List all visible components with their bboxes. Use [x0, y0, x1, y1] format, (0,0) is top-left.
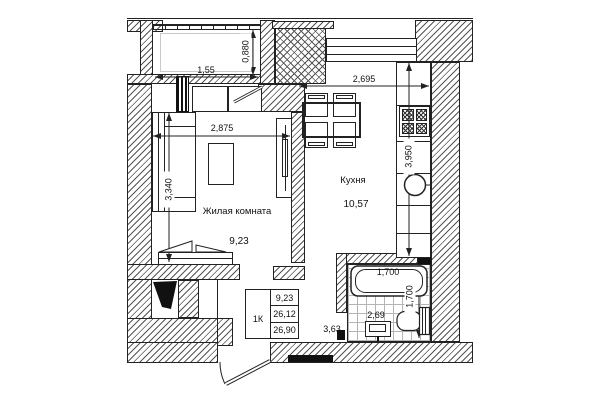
chair — [305, 93, 328, 117]
hall-left-edge-line — [217, 280, 218, 342]
sofa-back-line2 — [158, 113, 159, 211]
outer-wall-top-line — [127, 18, 473, 19]
kitchen-label: Кухня — [340, 175, 366, 186]
kitchen-window-glass-line1 — [327, 46, 416, 47]
vent-shaft-icon — [176, 76, 189, 112]
burner — [402, 109, 414, 121]
apartment-info-table: 1К 9,23 26,12 26,90 — [245, 289, 299, 339]
info-area-without-balcony: 26,12 — [271, 306, 298, 323]
pier-living-kitchen-top — [258, 84, 305, 112]
dim-bathtub-length: 1,700 — [376, 267, 400, 277]
sofa-armrest-top — [164, 126, 195, 127]
wall-living-hall-seg2 — [273, 266, 305, 280]
coffee-table — [208, 143, 234, 185]
dining-table — [302, 102, 361, 138]
bathroom-top-wall-black-end — [418, 253, 431, 264]
dim-kitchen-depth: 3,950 — [403, 138, 415, 175]
chair — [305, 122, 328, 148]
sofa-back-line — [164, 113, 165, 211]
counter-div5 — [397, 233, 430, 234]
wardrobe-inner-line — [159, 258, 232, 259]
basin-drain-mark — [377, 336, 379, 341]
wall-left-outer — [127, 84, 152, 346]
wash-basin — [365, 321, 391, 337]
dim-balcony-width: 1,55 — [197, 65, 215, 75]
bathroom-left-wall — [336, 253, 347, 313]
bathroom-area: 2,69 — [367, 310, 385, 320]
balcony-right-wall — [260, 20, 275, 84]
kitchen-window-glass-line2 — [327, 54, 416, 55]
wall-top-right-block — [415, 20, 473, 62]
chair — [333, 122, 356, 148]
wall-right-outer — [431, 62, 460, 342]
bathroom-door-hinge-mark — [337, 330, 345, 340]
burner — [415, 109, 427, 121]
threshold-black-segment — [288, 355, 333, 362]
wall-living-kitchen — [291, 112, 305, 263]
kitchen-counter — [396, 62, 431, 258]
balcony-window-sill — [192, 86, 228, 112]
info-total-area: 26,90 — [273, 325, 296, 336]
wall-bottom-left — [127, 342, 218, 363]
chair — [333, 93, 356, 117]
sofa-armrest-bottom — [164, 197, 195, 198]
entrance-door — [219, 359, 271, 386]
wardrobe-door-marks — [158, 240, 227, 253]
tv-unit — [276, 118, 292, 198]
apartment-type: 1К — [246, 290, 271, 338]
dim-living-width: 2,875 — [210, 123, 234, 133]
wall-crosshatch-block — [275, 28, 326, 84]
basin-bowl — [369, 324, 386, 332]
wall-living-hall-seg1 — [127, 264, 240, 280]
balcony-bottom-wall — [127, 74, 266, 84]
balcony-door-frame — [228, 86, 262, 112]
stove-icon — [399, 106, 430, 137]
tv-center-line — [285, 125, 286, 191]
living-room-area: 9,23 — [229, 236, 249, 247]
closet-door-leaf — [153, 281, 177, 309]
dim-bathroom-depth: 1,700 — [404, 278, 416, 315]
info-living-area: 9,23 — [271, 290, 298, 307]
hall-area: 3,63 — [323, 324, 341, 334]
burner — [402, 122, 414, 134]
kitchen-window — [326, 38, 417, 62]
counter-div4 — [397, 205, 430, 206]
dim-living-depth: 3,340 — [163, 171, 175, 208]
pier-closet — [178, 280, 199, 318]
dim-balcony-depth: 0,880 — [240, 33, 252, 70]
sliding-wardrobe — [158, 252, 233, 265]
balcony-left-wall — [140, 20, 153, 84]
counter-div1 — [397, 105, 430, 106]
living-room-label: Жилая комната — [202, 206, 272, 217]
balcony-glazing — [153, 24, 260, 30]
kitchen-area: 10,57 — [343, 199, 369, 210]
burner — [415, 122, 427, 134]
dim-kitchen-width: 2,695 — [352, 74, 376, 84]
